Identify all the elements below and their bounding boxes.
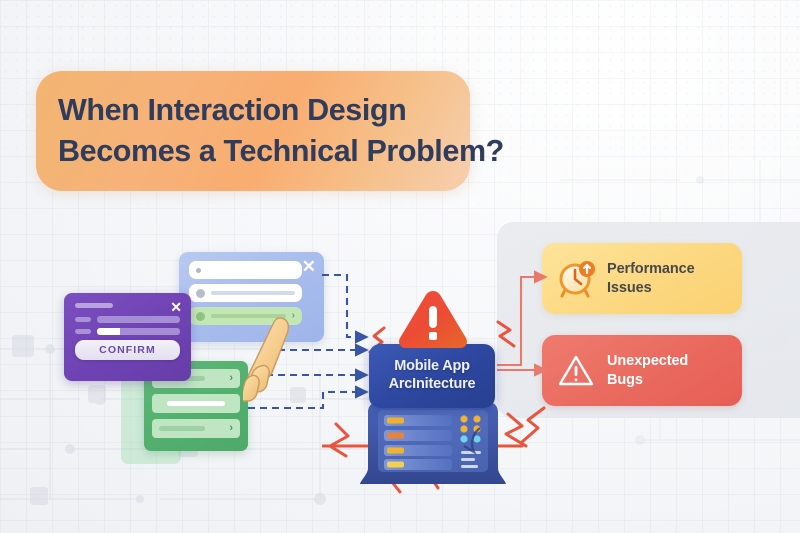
center-node-mobile-app-architecture[interactable]: Mobile App ArcInitecture (369, 344, 495, 408)
server-rack-icon (360, 402, 506, 484)
blue-card-close-icon[interactable]: ✕ (301, 257, 316, 276)
row-dot-icon (196, 311, 205, 321)
title-line-2: Becomes a Technical Problem? (58, 134, 504, 168)
result-line-2: Bugs (607, 371, 643, 388)
modal-field-row-1[interactable] (75, 316, 180, 323)
warning-triangle-outline-icon (558, 355, 594, 385)
modal-field-row-2[interactable] (75, 328, 180, 335)
chevron-right-icon: › (229, 422, 233, 434)
row-placeholder-bar (159, 426, 205, 431)
title-line-1: When Interaction Design (58, 93, 407, 128)
result-label-performance-issues: Performance Issues (607, 260, 695, 297)
row-dot-icon (196, 267, 201, 273)
result-label-unexpected-bugs: Unexpected Bugs (607, 352, 688, 389)
result-card-performance-issues[interactable]: Performance Issues (542, 243, 742, 314)
blue-card-row-2[interactable] (189, 284, 302, 302)
field-input-placeholder[interactable] (97, 316, 180, 323)
center-node-line-1: Mobile App (394, 358, 470, 375)
row-dot-icon (196, 288, 205, 298)
chevron-right-icon: › (229, 372, 233, 384)
field-label-placeholder (75, 317, 91, 322)
field-input-placeholder[interactable] (97, 328, 180, 335)
row-placeholder-bar (167, 401, 225, 406)
green-card-row-2[interactable] (152, 394, 240, 413)
blue-card-row-1[interactable] (189, 261, 302, 279)
alarm-clock-icon (559, 260, 595, 297)
confirm-button-label: CONFIRM (99, 344, 156, 356)
ui-mockup-blue-card[interactable]: ✕ › (179, 252, 324, 342)
row-placeholder-bar (211, 313, 286, 319)
ui-mockup-purple-modal[interactable]: ✕ CONFIRM (64, 293, 191, 381)
warning-triangle-icon (399, 291, 467, 348)
center-node-line-2: ArcInitecture (388, 376, 476, 392)
center-node-label: Mobile App ArcInitecture (389, 358, 476, 393)
row-placeholder-bar (211, 290, 295, 296)
blue-card-row-3-selected[interactable]: › (189, 307, 302, 325)
result-line-1: Performance (607, 260, 695, 277)
confirm-button[interactable]: CONFIRM (75, 340, 180, 360)
green-card-row-3[interactable]: › (152, 419, 240, 438)
field-label-placeholder (75, 329, 91, 334)
title-banner: When Interaction Design Becomes a Techni… (36, 71, 504, 191)
chevron-right-icon: › (291, 310, 295, 321)
modal-title-placeholder (75, 303, 113, 308)
pointing-hand-cursor-icon (243, 317, 290, 402)
purple-modal-close-icon[interactable]: ✕ (170, 299, 182, 315)
result-line-2: Issues (607, 279, 652, 296)
result-card-unexpected-bugs[interactable]: Unexpected Bugs (542, 335, 742, 406)
result-line-1: Unexpected (607, 352, 689, 369)
